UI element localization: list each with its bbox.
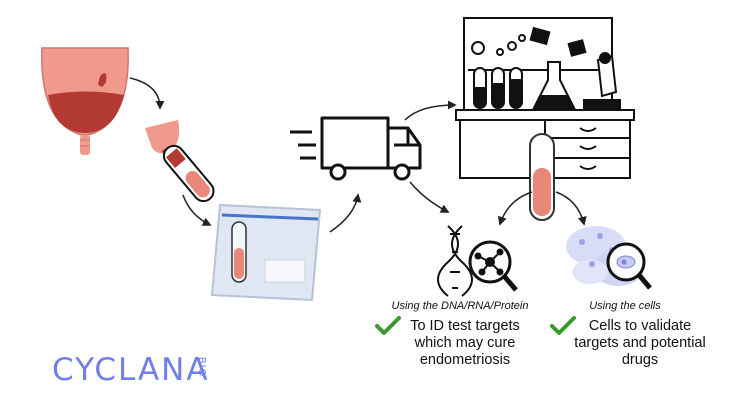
dna-caption-line-3: endometriosis — [419, 352, 511, 368]
arrow-tube-to-dna — [498, 191, 533, 226]
arrow-tube-to-bag — [182, 194, 212, 226]
test-tube-icon — [529, 133, 555, 221]
arrow-bag-to-truck — [329, 193, 362, 233]
check-icon — [550, 316, 576, 335]
brand-logo-sub: BIO — [196, 357, 207, 378]
brand-logo: CYCLANA — [52, 352, 210, 388]
dna-caption-subtitle: Using the DNA/RNA/Protein — [391, 300, 529, 312]
delivery-truck-icon — [290, 116, 422, 181]
cells-caption-line-1: Cells to validate — [588, 318, 692, 334]
cells-caption-subtitle: Using the cells — [589, 300, 661, 312]
cells-caption: Cells to validate targets and potential … — [560, 318, 720, 369]
cells-caption-line-3: drugs — [621, 352, 659, 368]
check-icon — [375, 316, 401, 335]
ziplock-bag-icon — [210, 203, 322, 302]
arrow-truck-to-dna — [409, 181, 450, 213]
dna-caption-line-2: which may cure — [414, 335, 516, 351]
cells-caption-line-2: targets and potential — [574, 335, 706, 351]
arrow-cup-to-smallcup — [129, 77, 165, 110]
arrow-tube-to-cells — [555, 191, 587, 226]
dna-magnifier-icon — [437, 225, 518, 297]
dna-caption: To ID test targets which may cure endome… — [390, 318, 540, 369]
arrow-truck-to-lab — [404, 100, 457, 121]
cells-magnifier-icon — [566, 226, 652, 290]
sample-tube-icon — [162, 144, 215, 203]
dna-caption-line-1: To ID test targets — [410, 318, 520, 334]
menstrual-cup-icon — [41, 47, 129, 155]
